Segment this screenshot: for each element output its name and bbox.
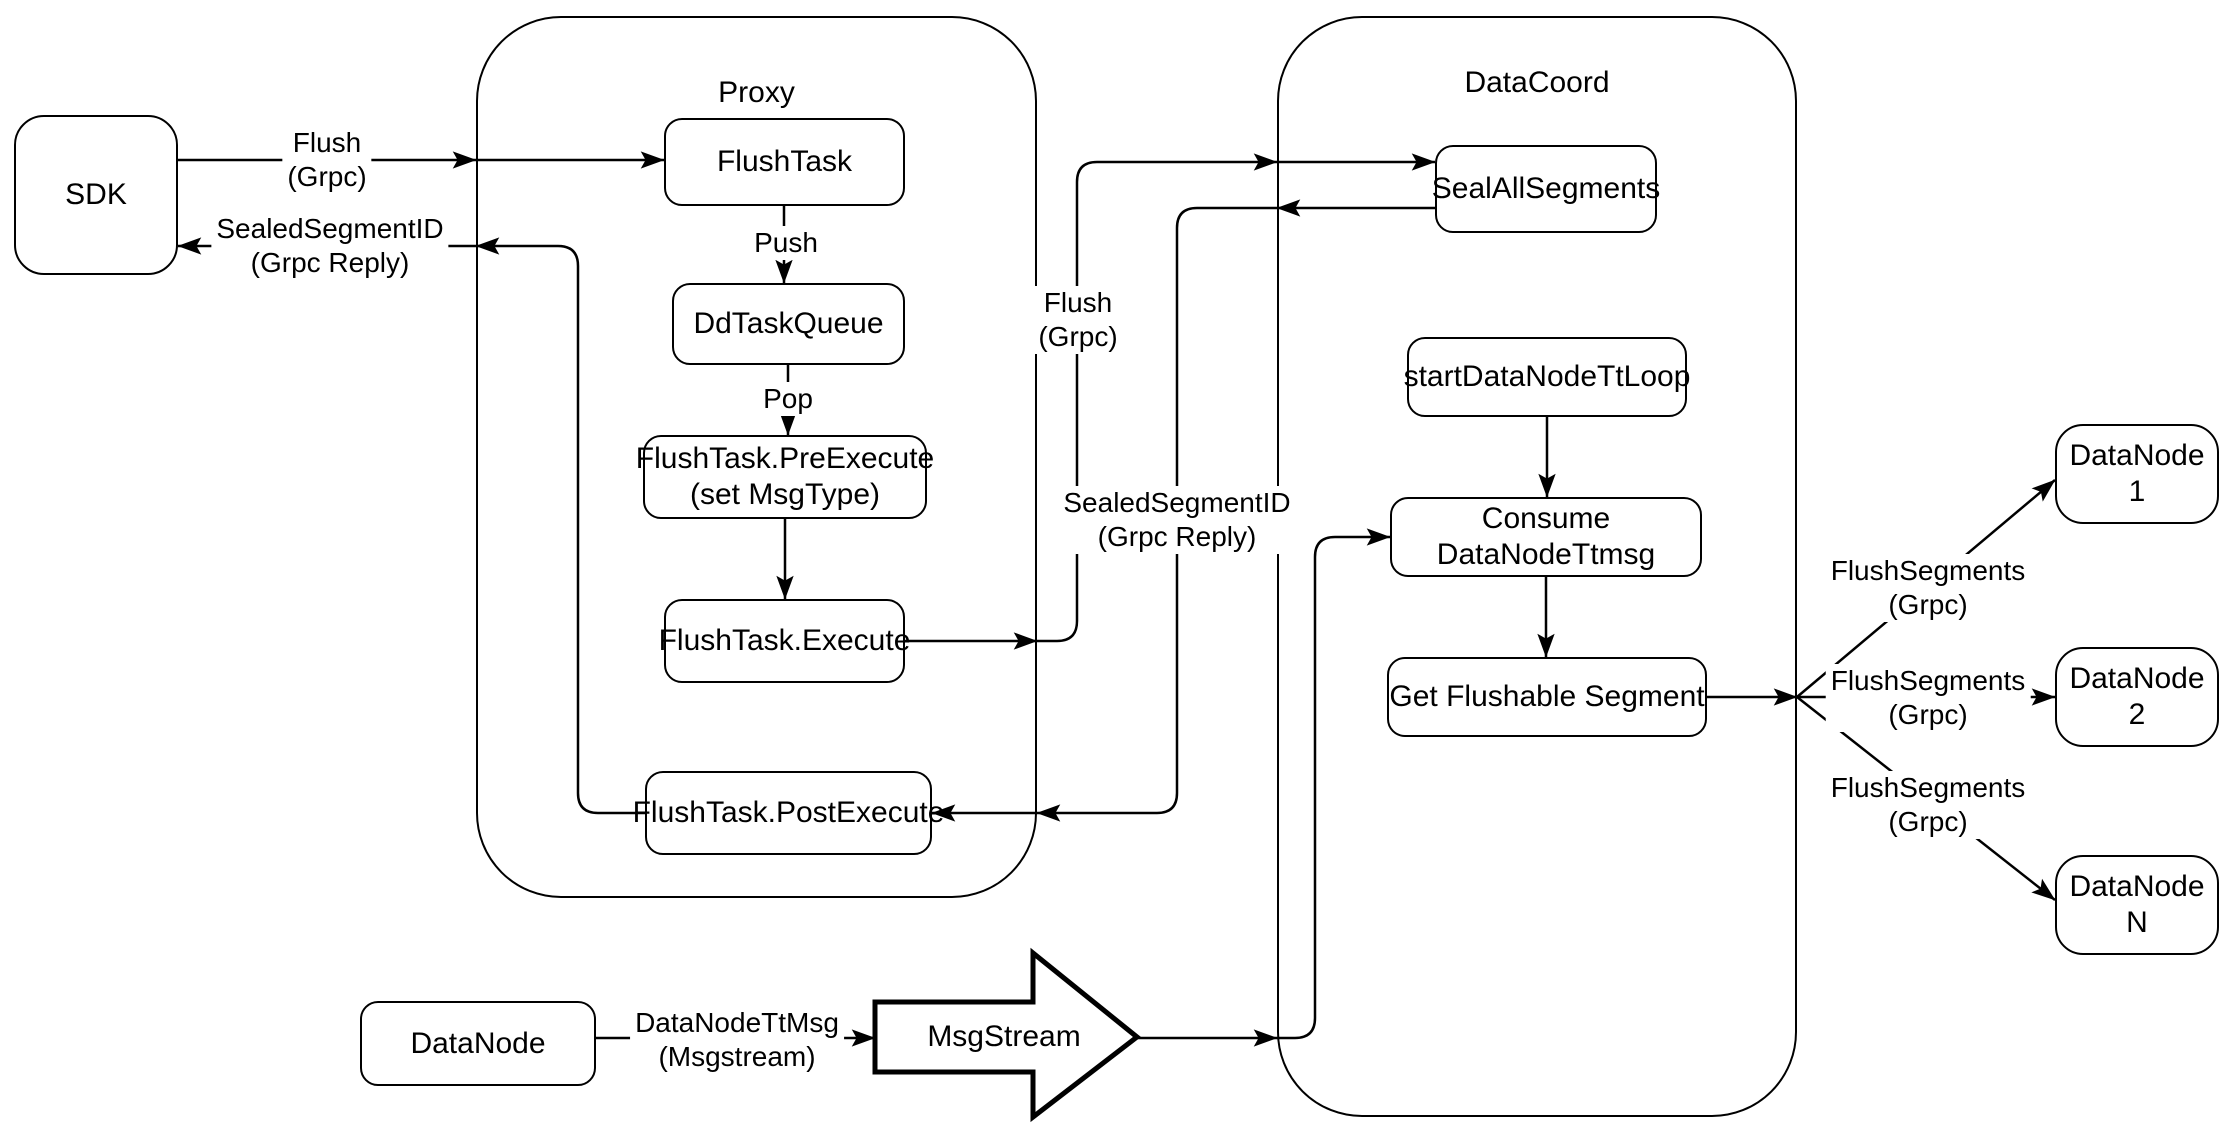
node-ddtaskqueue: DdTaskQueue xyxy=(672,283,905,365)
edge-label-flushsegments-2-line1: FlushSegments xyxy=(1830,665,2026,696)
edge-label-flush-datacoord-line2: (Grpc) xyxy=(1038,321,1118,352)
edge-label-sealed-datacoord-line2: (Grpc Reply) xyxy=(1097,521,1257,552)
edge-label-datanodettmsg-line2: (Msgstream) xyxy=(658,1041,816,1072)
edge-label-flushsegments-3: FlushSegments (Grpc) xyxy=(1825,771,2031,839)
node-ddtaskqueue-label: DdTaskQueue xyxy=(693,307,884,340)
msgstream-label: MsgStream xyxy=(922,1020,1085,1054)
node-execute: FlushTask.Execute xyxy=(659,599,910,683)
edge-label-flushsegments-1: FlushSegments (Grpc) xyxy=(1825,554,2031,622)
node-sdk: SDK xyxy=(14,115,178,275)
node-sealallsegments: SealAllSegments xyxy=(1431,145,1661,233)
edge-label-sealed-sdk-line2: (Grpc Reply) xyxy=(250,247,410,278)
edge-label-sealed-sdk-line1: SealedSegmentID xyxy=(216,213,444,244)
edge-label-flushsegments-3-line2: (Grpc) xyxy=(1888,806,1968,837)
node-datanode2-label: DataNode 2 xyxy=(2069,662,2205,731)
node-postexecute: FlushTask.PostExecute xyxy=(633,771,944,855)
edge-reply-out-of-proxy xyxy=(475,237,645,815)
node-datanode1: DataNode 1 xyxy=(2055,424,2219,524)
node-getflushablesegment-label: Get Flushable Segment xyxy=(1389,680,1705,713)
edge-label-flushsegments-2: FlushSegments (Grpc) xyxy=(1825,664,2031,732)
node-preexecute: FlushTask.PreExecute (set MsgType) xyxy=(636,435,934,519)
edge-label-flush-datacoord: Flush (Grpc) xyxy=(1033,286,1123,354)
edge-label-flushsegments-2-line2: (Grpc) xyxy=(1888,699,1968,730)
edge-flush-to-datacoord xyxy=(1037,153,1278,643)
edge-label-datanodettmsg-line1: DataNodeTtMsg xyxy=(635,1007,839,1038)
node-sdk-label: SDK xyxy=(65,178,127,211)
node-flushtask-label: FlushTask xyxy=(716,145,853,178)
edge-label-flush-sdk-line2: (Grpc) xyxy=(287,161,367,192)
node-preexecute-label: FlushTask.PreExecute xyxy=(635,442,935,475)
node-startdatanodettloop-label: startDataNodeTtLoop xyxy=(1403,360,1691,393)
edge-label-sealed-datacoord-line1: SealedSegmentID xyxy=(1063,487,1291,518)
node-getflushablesegment: Get Flushable Segment xyxy=(1387,657,1707,737)
edge-label-pop-line1: Pop xyxy=(763,383,813,414)
node-execute-label: FlushTask.Execute xyxy=(658,624,911,657)
edge-label-datanodettmsg: DataNodeTtMsg (Msgstream) xyxy=(630,1006,844,1074)
node-datanode2: DataNode 2 xyxy=(2055,647,2219,747)
edge-label-sealed-sdk: SealedSegmentID (Grpc Reply) xyxy=(211,212,449,280)
edge-msgstream-into-consume xyxy=(1277,528,1391,1040)
edge-label-sealed-datacoord: SealedSegmentID (Grpc Reply) xyxy=(1058,486,1296,554)
edge-label-flushsegments-1-line1: FlushSegments xyxy=(1830,555,2026,586)
msgstream-label-text: MsgStream xyxy=(927,1020,1081,1053)
edge-label-flush-sdk-line1: Flush xyxy=(292,127,362,158)
node-datanoden-label: DataNode N xyxy=(2069,870,2205,939)
edge-label-push-line1: Push xyxy=(754,227,818,258)
edge-label-flush-sdk: Flush (Grpc) xyxy=(282,126,372,194)
datacoord-title: DataCoord xyxy=(1464,66,1610,99)
node-datanode: DataNode xyxy=(360,1001,596,1086)
node-consumedatanodettmsg: Consume DataNodeTtmsg xyxy=(1390,497,1702,577)
proxy-container: Proxy xyxy=(476,16,1037,898)
proxy-title: Proxy xyxy=(718,76,795,109)
edge-label-push: Push xyxy=(749,226,823,260)
node-startdatanodettloop: startDataNodeTtLoop xyxy=(1404,337,1690,417)
node-postexecute-label: FlushTask.PostExecute xyxy=(632,796,945,829)
edge-label-pop: Pop xyxy=(758,382,818,416)
node-datanode1-label: DataNode 1 xyxy=(2069,439,2205,508)
node-datanoden: DataNode N xyxy=(2055,855,2219,955)
node-consumedatanodettmsg-label: Consume DataNodeTtmsg xyxy=(1436,502,1656,571)
edge-label-flush-datacoord-line1: Flush xyxy=(1043,287,1113,318)
node-preexecute-sublabel: (set MsgType) xyxy=(689,478,881,511)
node-sealallsegments-label: SealAllSegments xyxy=(1431,172,1661,205)
datacoord-container: DataCoord xyxy=(1277,16,1797,1117)
msgstream-arrow-shape xyxy=(872,947,1142,1123)
node-flushtask: FlushTask xyxy=(664,118,905,206)
node-datanode-label: DataNode xyxy=(410,1026,546,1060)
edge-label-flushsegments-3-line1: FlushSegments xyxy=(1830,772,2026,803)
edge-label-flushsegments-1-line2: (Grpc) xyxy=(1888,589,1968,620)
